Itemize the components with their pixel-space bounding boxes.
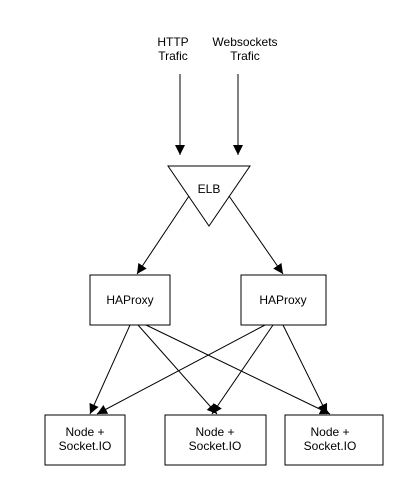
arrow-haproxy-right-to-node-1 [96, 324, 266, 415]
haproxy-box-left [89, 274, 171, 326]
http-traffic-label-line2: Trafic [158, 49, 188, 63]
arrow-haproxy-left-to-node-3 [145, 324, 331, 415]
node-label-2-line1: Node + [195, 425, 234, 439]
arrow-haproxy-right-to-node-3 [282, 324, 328, 415]
node-box-1 [44, 414, 126, 466]
arrow-elb-to-haproxy-left [136, 195, 190, 275]
elb-label: ELB [198, 182, 221, 196]
elb-node [167, 165, 251, 227]
arrow-haproxy-left-to-node-2 [137, 324, 218, 415]
http-traffic-label-line1: HTTP [157, 35, 188, 49]
arrow-haproxy-right-to-node-2 [211, 324, 274, 415]
node-label-2-line2: Socket.IO [189, 439, 242, 453]
node-label-1-line1: Node + [65, 425, 104, 439]
node-label-3-line2: Socket.IO [304, 439, 357, 453]
websockets-traffic-label-line2: Trafic [230, 49, 260, 63]
node-box-2 [164, 414, 267, 466]
node-label-3-line1: Node + [310, 425, 349, 439]
haproxy-box-right [240, 274, 327, 326]
haproxy-label-right: HAProxy [259, 293, 306, 307]
node-label-1-line2: Socket.IO [59, 439, 112, 453]
arrow-elb-to-haproxy-right [228, 195, 284, 275]
haproxy-label-left: HAProxy [106, 293, 153, 307]
node-box-3 [284, 414, 384, 466]
websockets-traffic-label-line1: Websockets [212, 35, 277, 49]
arrow-haproxy-left-to-node-1 [89, 324, 131, 415]
